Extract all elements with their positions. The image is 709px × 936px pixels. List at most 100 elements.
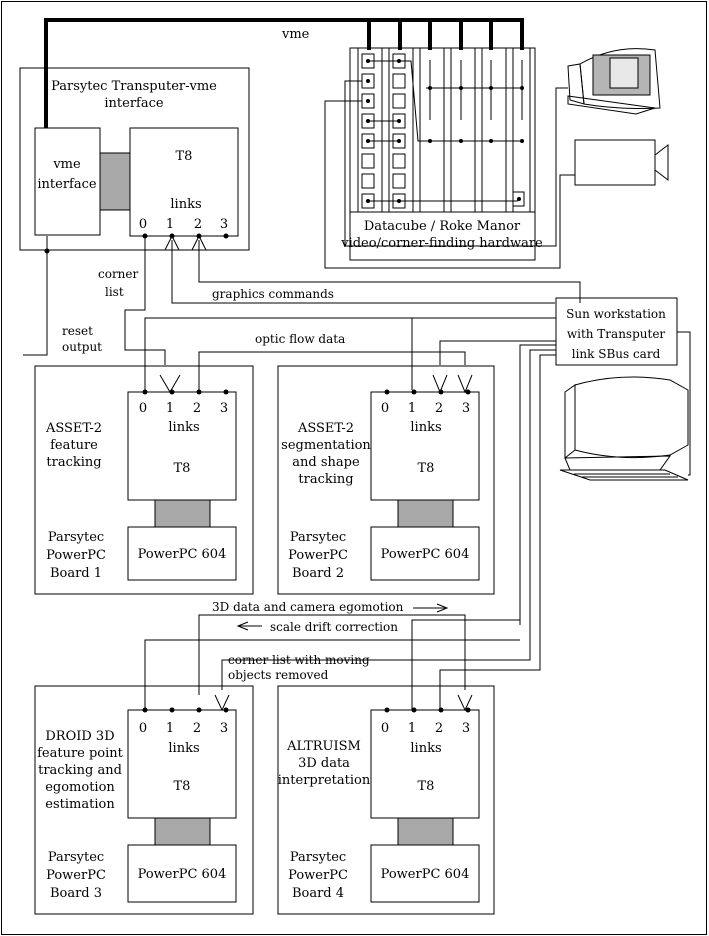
svg-text:3: 3 (220, 721, 228, 736)
svg-text:interpretation: interpretation (278, 773, 371, 788)
graphics-commands-label: graphics commands (212, 287, 334, 301)
svg-text:PowerPC: PowerPC (46, 868, 106, 883)
svg-text:T8: T8 (174, 461, 191, 476)
svg-text:video/corner-finding hardware: video/corner-finding hardware (340, 236, 543, 251)
monitor-cable (344, 80, 568, 247)
svg-text:PowerPC 604: PowerPC 604 (381, 867, 470, 882)
data-3d-egomotion-label: 3D data and camera egomotion (212, 600, 404, 614)
vme-bus (44, 18, 524, 128)
svg-text:PowerPC: PowerPC (288, 868, 348, 883)
svg-text:2: 2 (435, 721, 443, 736)
scale-drift-line (144, 639, 520, 710)
svg-text:links: links (410, 420, 441, 435)
svg-text:links: links (410, 741, 441, 756)
svg-text:1: 1 (166, 217, 174, 232)
svg-text:1: 1 (166, 721, 174, 736)
datacube-label: Datacube / Roke Manor (364, 219, 521, 234)
svg-text:3D data: 3D data (298, 756, 350, 771)
svg-text:T8: T8 (176, 149, 193, 164)
vme-label: vme (281, 27, 310, 42)
camera-cable (324, 100, 575, 269)
transputer-vme-box (19, 67, 250, 251)
svg-text:segmentation: segmentation (281, 438, 371, 453)
reset-output-label: reset (62, 324, 93, 338)
svg-text:ASSET-2: ASSET-2 (297, 421, 354, 436)
svg-text:tracking: tracking (298, 472, 353, 487)
keyboard-icon (559, 469, 689, 481)
svg-text:3: 3 (220, 217, 228, 232)
svg-text:3: 3 (220, 401, 228, 416)
data-3d-egomotion-line (198, 614, 466, 695)
svg-text:0: 0 (139, 217, 147, 232)
svg-text:2: 2 (193, 401, 201, 416)
corner-list-label: corner (98, 267, 139, 281)
svg-text:tracking and: tracking and (38, 763, 122, 778)
svg-text:PowerPC 604: PowerPC 604 (381, 547, 470, 562)
svg-text:PowerPC: PowerPC (288, 548, 348, 563)
svg-text:0: 0 (139, 721, 147, 736)
corner-moving-label: corner list with moving (228, 653, 370, 667)
svg-text:ASSET-2: ASSET-2 (45, 421, 102, 436)
svg-text:output: output (62, 340, 102, 354)
svg-text:and shape: and shape (292, 455, 360, 470)
svg-text:Parsytec: Parsytec (290, 850, 346, 865)
svg-text:2: 2 (193, 721, 201, 736)
svg-text:objects removed: objects removed (228, 668, 329, 682)
svg-text:PowerPC 604: PowerPC 604 (138, 547, 227, 562)
svg-text:0: 0 (381, 401, 389, 416)
board-1: PowerPC 604 T8 links 0 1 2 3 ASSET-2 fea… (34, 365, 254, 595)
svg-text:egomotion: egomotion (45, 780, 115, 795)
camera-icon (574, 139, 669, 186)
svg-text:tracking: tracking (46, 455, 101, 470)
svg-text:Board 3: Board 3 (50, 886, 102, 901)
datacube-box (349, 47, 536, 261)
scale-drift-label: scale drift correction (270, 620, 398, 634)
svg-text:0: 0 (139, 401, 147, 416)
svg-text:0: 0 (381, 721, 389, 736)
svg-text:link SBus card: link SBus card (572, 347, 661, 361)
svg-text:interface: interface (37, 177, 97, 192)
svg-text:vme: vme (52, 157, 81, 172)
svg-text:links: links (168, 420, 199, 435)
svg-text:interface: interface (104, 96, 164, 111)
svg-text:links: links (170, 197, 201, 212)
svg-text:Board 2: Board 2 (292, 566, 344, 581)
graphics-commands-line (171, 240, 555, 304)
svg-text:T8: T8 (174, 779, 191, 794)
svg-text:1: 1 (408, 401, 416, 416)
svg-text:ALTRUISM: ALTRUISM (286, 739, 361, 754)
svg-text:estimation: estimation (45, 797, 115, 812)
vme-t8-box (129, 127, 239, 237)
vme-t8-connector (99, 152, 131, 211)
svg-text:DROID 3D: DROID 3D (45, 729, 114, 744)
transputer-vme-title: Parsytec Transputer-vme (51, 79, 217, 94)
svg-text:with Transputer: with Transputer (567, 327, 666, 341)
workstation-monitor-icon (564, 376, 689, 471)
svg-text:2: 2 (435, 401, 443, 416)
svg-text:Board 4: Board 4 (292, 886, 344, 901)
svg-text:T8: T8 (418, 779, 435, 794)
svg-text:PowerPC: PowerPC (46, 548, 106, 563)
sun-workstation-label: Sun workstation (566, 307, 666, 321)
optic-flow-label: optic flow data (255, 332, 345, 346)
svg-text:PowerPC 604: PowerPC 604 (138, 867, 227, 882)
svg-text:2: 2 (194, 217, 202, 232)
svg-text:list: list (105, 285, 124, 299)
svg-text:T8: T8 (418, 461, 435, 476)
svg-text:feature: feature (50, 438, 98, 453)
svg-text:3: 3 (462, 721, 470, 736)
svg-text:3: 3 (462, 401, 470, 416)
svg-text:Board 1: Board 1 (50, 566, 102, 581)
display-monitor-icon (567, 48, 661, 115)
svg-text:Parsytec: Parsytec (48, 850, 104, 865)
board-2: PowerPC 604 T8 links 0 1 2 3 ASSET-2 seg… (277, 365, 495, 595)
svg-text:1: 1 (408, 721, 416, 736)
reset-output-line (23, 236, 48, 356)
svg-text:Parsytec: Parsytec (290, 530, 346, 545)
svg-text:1: 1 (166, 401, 174, 416)
corner-list-line (124, 236, 166, 365)
svg-text:feature point: feature point (37, 746, 124, 761)
